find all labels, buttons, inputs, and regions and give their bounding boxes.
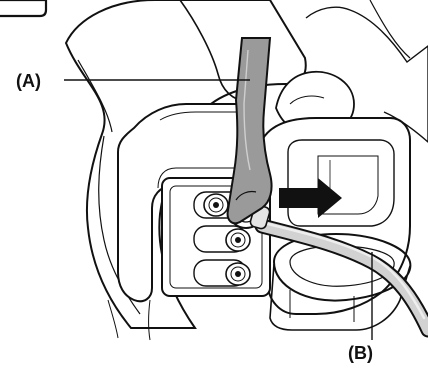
plug-head (226, 229, 250, 251)
plug-head (226, 263, 250, 285)
plug-head (204, 194, 228, 216)
callout-b-label: (B) (348, 344, 373, 362)
callout-a-label: (A) (16, 72, 41, 90)
